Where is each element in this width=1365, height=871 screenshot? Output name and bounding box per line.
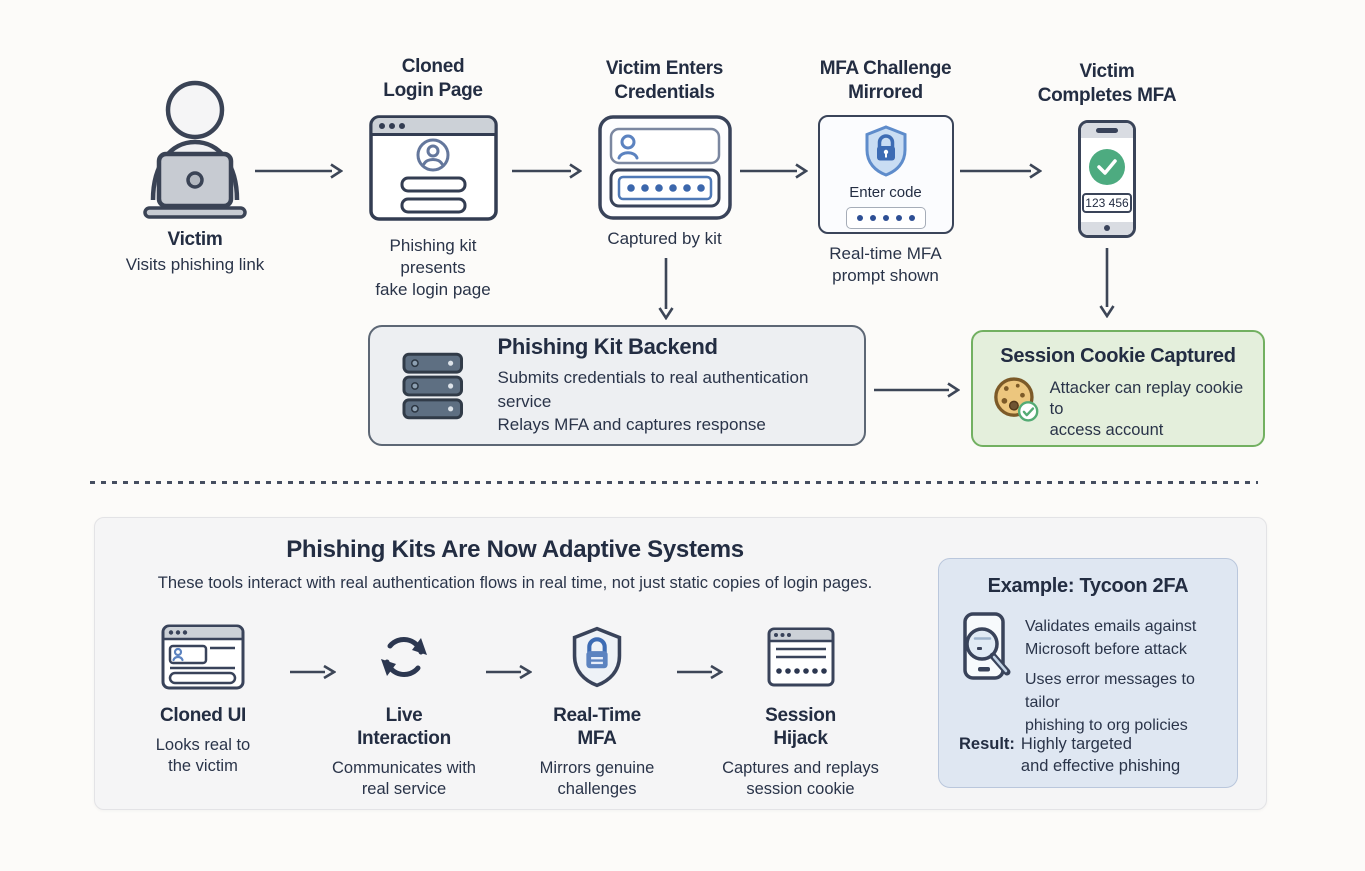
step-title: Cloned Login Page	[383, 56, 483, 101]
step-title: Victim Enters Credentials	[605, 58, 724, 103]
mfa-code-badge: 123 456	[1082, 193, 1132, 213]
arrow-right-icon	[512, 163, 582, 179]
feature-title: Session Hijack	[765, 705, 836, 749]
credentials-form-icon	[592, 115, 737, 220]
arrow-right-icon	[486, 664, 532, 680]
arrow-down-icon	[658, 258, 674, 320]
step-caption: Phishing kit presents fake login page	[375, 236, 491, 299]
flow-step-mfa-challenge: MFA Challenge Mirrored Enter code Real-t…	[813, 57, 958, 287]
arrow-right-icon	[290, 664, 336, 680]
panel-title: Phishing Kits Are Now Adaptive Systems	[286, 536, 744, 563]
backend-title: Phishing Kit Backend	[497, 334, 718, 360]
step-caption: Captured by kit	[607, 229, 722, 248]
phone-icon: 123 456	[1078, 120, 1136, 238]
backend-line-2: Relays MFA and captures response	[497, 415, 766, 435]
browser-window-icon	[128, 622, 278, 692]
refresh-cycle-icon	[329, 622, 479, 692]
section-divider	[90, 481, 1258, 484]
result-text: Highly targeted and effective phishing	[1020, 735, 1181, 775]
feature-caption: Mirrors genuine challenges	[539, 759, 655, 798]
feature-cloned-ui: Cloned UI Looks real to the victim	[128, 622, 278, 777]
step-caption: Visits phishing link	[125, 255, 265, 274]
feature-title: Live Interaction	[357, 705, 451, 749]
feature-caption: Communicates with real service	[332, 759, 476, 798]
cookie-box-title: Session Cookie Captured	[1000, 345, 1236, 367]
cookie-box-text: Attacker can replay cookie to access acc…	[1049, 379, 1244, 439]
flow-step-victim: Victim Visits phishing link	[105, 78, 285, 276]
arrow-down-icon	[1099, 248, 1115, 318]
arrow-right-icon	[740, 163, 808, 179]
flow-step-cloned-login-page: Cloned Login Page Phishing kit presents …	[358, 55, 508, 301]
feature-real-time-mfa: Real-Time MFA Mirrors genuine challenges	[522, 622, 672, 800]
step-caption: Real-time MFA prompt shown	[829, 244, 942, 285]
arrow-right-icon	[255, 163, 343, 179]
shield-lock-icon	[865, 125, 906, 177]
shield-lock-icon	[522, 622, 672, 692]
step-title: Victim Completes MFA	[1037, 61, 1177, 106]
session-cookie-captured-box: Session Cookie Captured Attacker can rep…	[971, 330, 1265, 447]
phishing-kit-backend-box: Phishing Kit Backend Submits credentials…	[368, 325, 866, 446]
victim-laptop-icon	[105, 78, 285, 224]
cookie-icon	[994, 377, 1039, 422]
example-title: Example: Tycoon 2FA	[987, 575, 1189, 597]
arrow-right-icon	[874, 382, 960, 398]
feature-session-hijack: Session Hijack Captures and replays sess…	[713, 622, 888, 800]
result-label: Result:	[959, 735, 1015, 753]
example-tycoon-card: Example: Tycoon 2FA Validates emails aga…	[938, 558, 1238, 788]
phone-home-button	[1104, 225, 1110, 231]
code-input	[845, 207, 926, 229]
feature-caption: Looks real to the victim	[155, 736, 251, 775]
example-bullet-2: Uses error messages to tailor phishing t…	[1025, 671, 1195, 734]
feature-title: Cloned UI	[160, 705, 246, 726]
feature-title: Real-Time MFA	[553, 705, 641, 749]
feature-live-interaction: Live Interaction Communicates with real …	[329, 622, 479, 800]
step-title: Victim	[167, 229, 223, 250]
flow-step-credentials: Victim Enters Credentials Captured by ki…	[592, 57, 737, 250]
mfa-prompt-card: Enter code	[817, 115, 954, 234]
arrow-right-icon	[677, 664, 723, 680]
arrow-right-icon	[960, 163, 1042, 179]
check-icon	[1089, 149, 1125, 185]
example-result: Result: Highly targeted and effective ph…	[959, 733, 1180, 777]
fake-login-browser-icon	[358, 115, 508, 221]
phone-speaker	[1096, 128, 1118, 133]
adaptive-systems-panel: Phishing Kits Are Now Adaptive Systems T…	[94, 517, 1267, 810]
backend-line-1: Submits credentials to real authenticati…	[497, 368, 809, 411]
email-validation-magnifier-icon	[957, 611, 1017, 692]
cookie-browser-icon	[713, 622, 888, 692]
example-bullet-1: Validates emails against Microsoft befor…	[1025, 618, 1197, 658]
step-title: MFA Challenge Mirrored	[819, 58, 952, 103]
panel-subtitle: These tools interact with real authentic…	[157, 574, 873, 592]
enter-code-label: Enter code	[849, 184, 922, 201]
server-stack-icon	[402, 352, 464, 419]
flow-step-victim-completes-mfa: Victim Completes MFA 123 456	[1032, 60, 1182, 238]
feature-caption: Captures and replays session cookie	[722, 759, 879, 798]
